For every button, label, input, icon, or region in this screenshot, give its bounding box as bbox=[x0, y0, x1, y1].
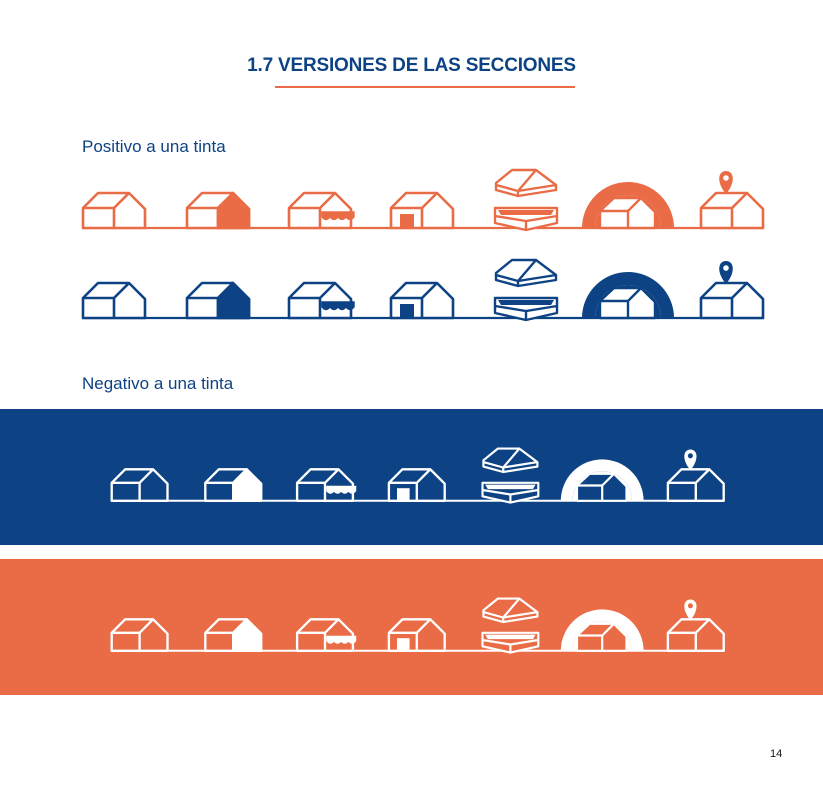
house-exploded-icon bbox=[493, 168, 559, 232]
house-dome-icon bbox=[582, 272, 674, 320]
page-number: 14 bbox=[770, 748, 783, 760]
title-underline bbox=[275, 86, 575, 88]
house-awning-icon bbox=[287, 281, 355, 320]
house-outline-icon bbox=[81, 191, 147, 230]
house-door-icon bbox=[387, 618, 446, 652]
house-exploded-icon bbox=[481, 447, 540, 504]
house-outline-icon bbox=[110, 618, 169, 652]
house-dome-icon bbox=[560, 459, 644, 502]
icon-row-positive-orange bbox=[81, 168, 765, 232]
house-outline-icon bbox=[81, 281, 147, 320]
house-dome-icon bbox=[582, 182, 674, 230]
negative-section-label: Negativo a una tinta bbox=[82, 374, 234, 393]
house-door-icon bbox=[387, 468, 446, 502]
negative-band-orange bbox=[0, 559, 823, 695]
icon-row-negative-on-orange bbox=[110, 597, 725, 654]
house-exploded-icon bbox=[493, 258, 559, 322]
house-awning-icon bbox=[287, 191, 355, 230]
page-title: 1.7 VERSIONES DE LAS SECCIONES bbox=[247, 55, 576, 76]
house-half-filled-icon bbox=[185, 281, 251, 320]
house-location-pin-icon bbox=[666, 599, 725, 652]
house-door-icon bbox=[389, 281, 455, 320]
house-awning-icon bbox=[295, 468, 357, 502]
house-location-pin-icon bbox=[666, 449, 725, 502]
house-location-pin-icon bbox=[699, 261, 765, 320]
house-location-pin-icon bbox=[699, 171, 765, 230]
positive-section-label: Positivo a una tinta bbox=[82, 137, 226, 156]
house-awning-icon bbox=[295, 618, 357, 652]
house-half-filled-icon bbox=[185, 191, 251, 230]
icon-row-negative-on-blue bbox=[110, 447, 725, 504]
icon-row-positive-blue bbox=[81, 258, 765, 322]
house-half-filled-icon bbox=[204, 618, 263, 652]
negative-band-blue bbox=[0, 409, 823, 545]
house-outline-icon bbox=[110, 468, 169, 502]
house-exploded-icon bbox=[481, 597, 540, 654]
house-door-icon bbox=[389, 191, 455, 230]
house-half-filled-icon bbox=[204, 468, 263, 502]
house-dome-icon bbox=[560, 609, 644, 652]
